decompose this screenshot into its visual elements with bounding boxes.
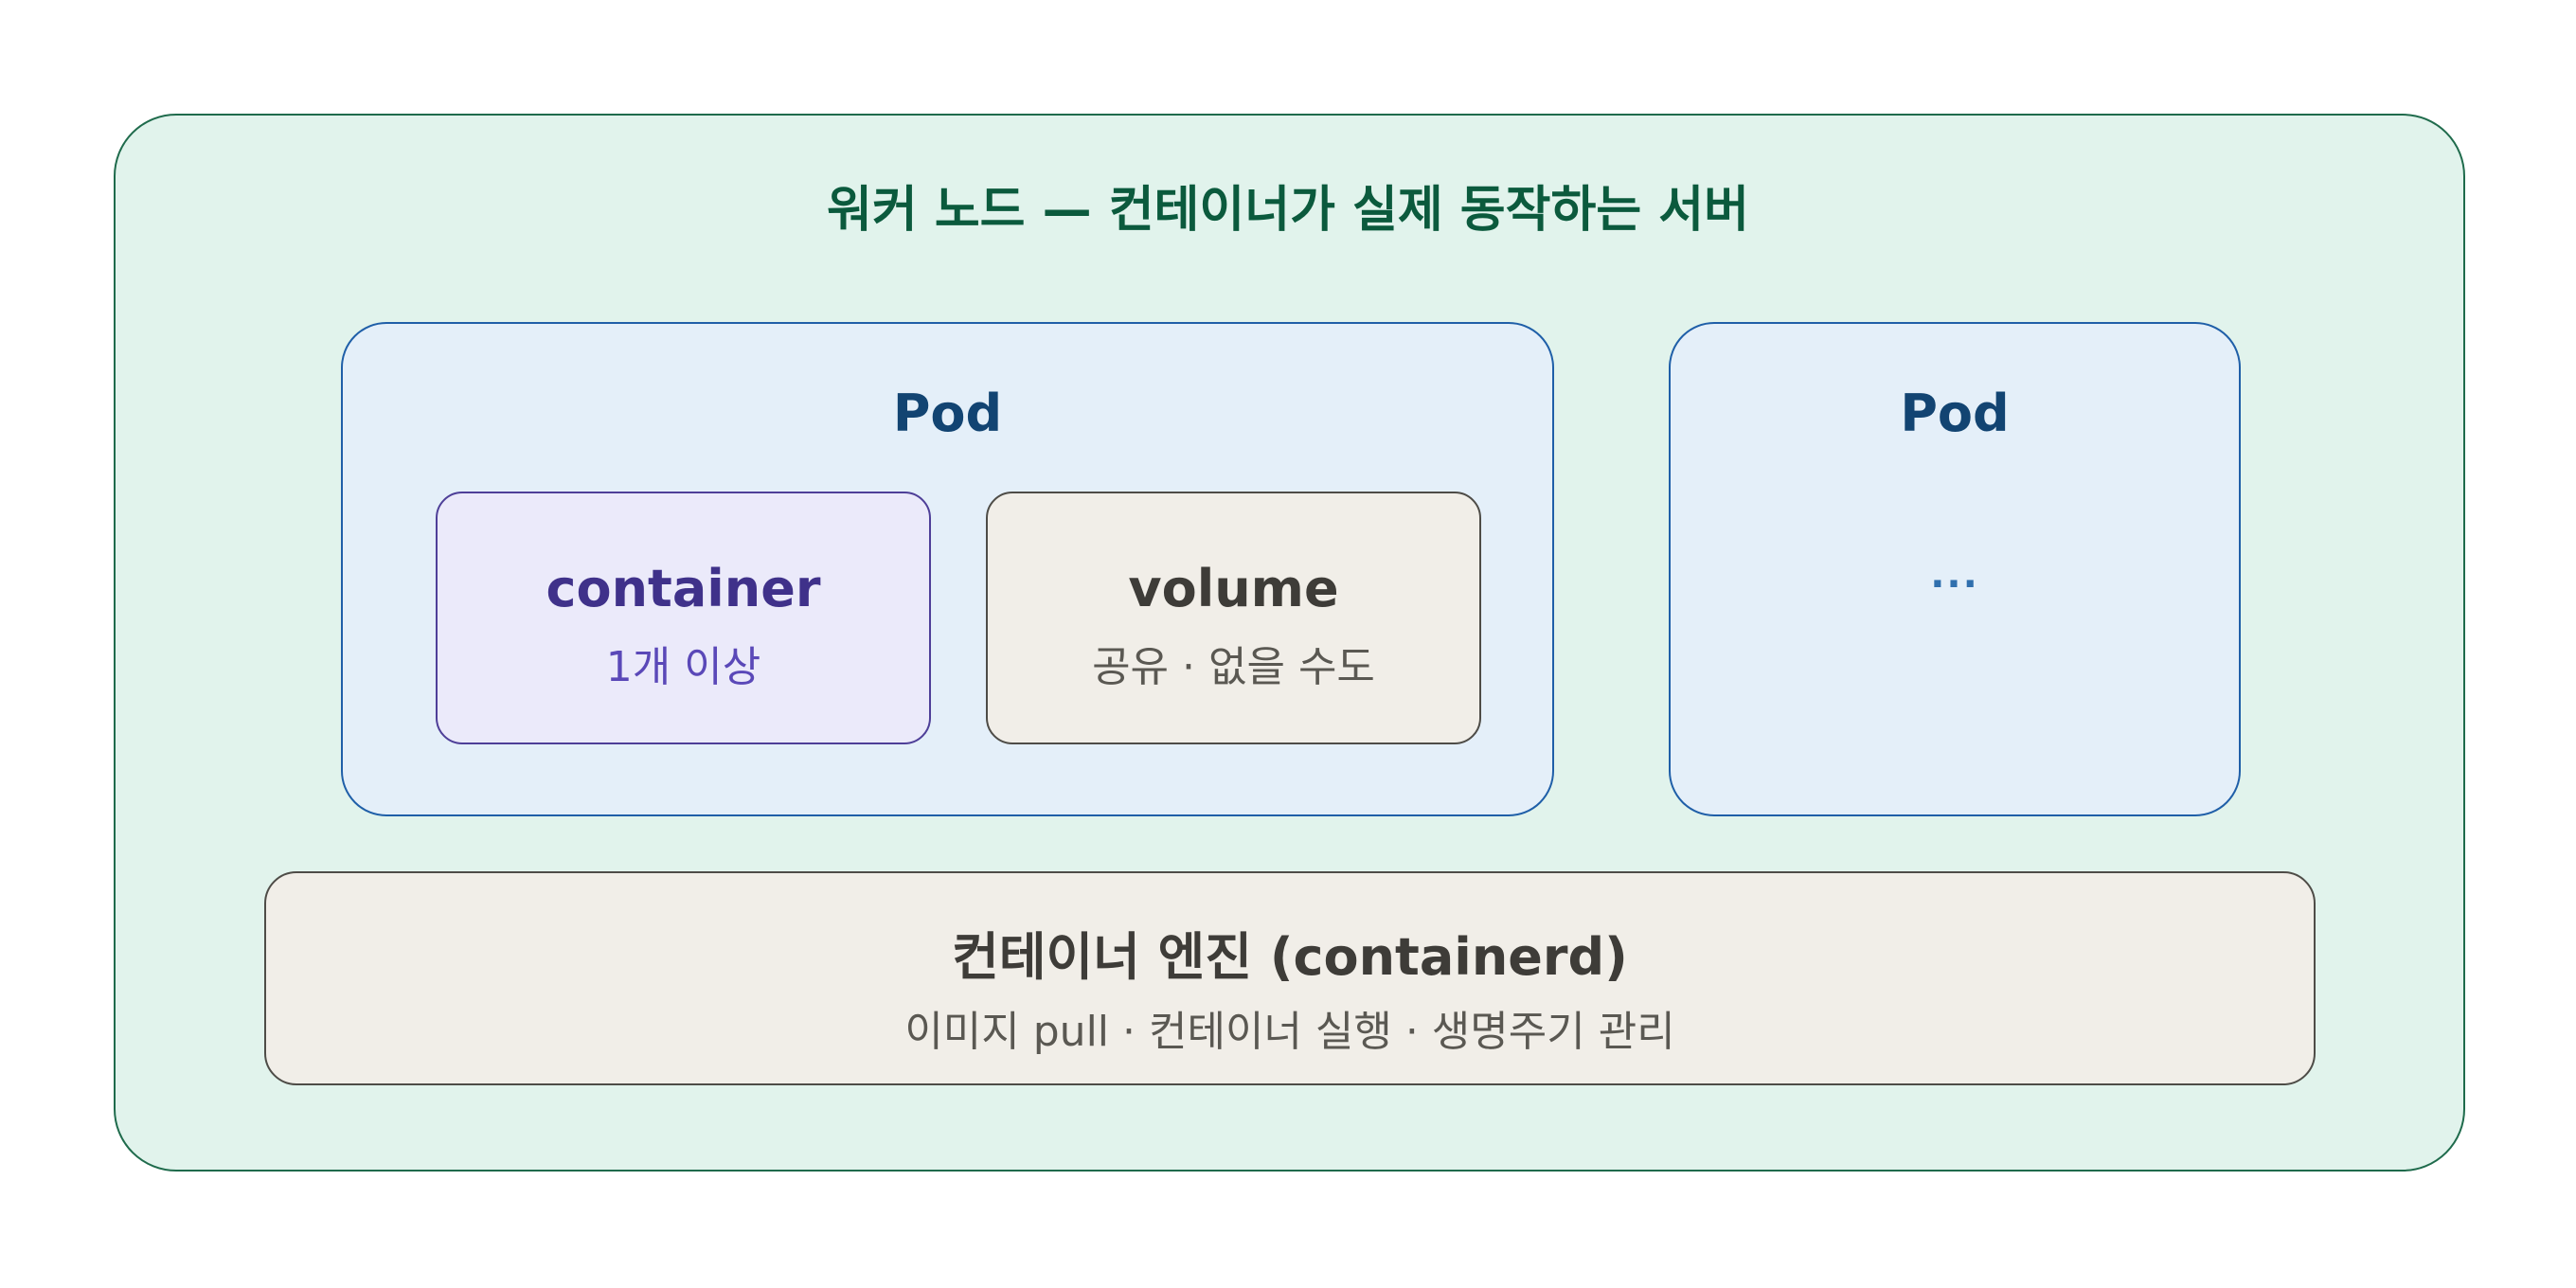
volume-subtitle: 공유 · 없을 수도 — [1092, 643, 1375, 691]
container-engine: 컨테이너 엔진 (containerd) 이미지 pull · 컨테이너 실행 … — [264, 871, 2316, 1085]
worker-node-title: 워커 노드 — 컨테이너가 실제 동작하는 서버 — [827, 182, 1749, 239]
engine-title: 컨테이너 엔진 (containerd) — [952, 927, 1628, 987]
pod-2-ellipsis: ... — [1930, 553, 1979, 597]
container-title: container — [546, 559, 821, 618]
container-subtitle: 1개 이상 — [605, 643, 761, 691]
container-box: container 1개 이상 — [436, 492, 931, 744]
pod-1-title: Pod — [892, 384, 1003, 443]
engine-subtitle: 이미지 pull · 컨테이너 실행 · 생명주기 관리 — [904, 1008, 1675, 1056]
pod-2: Pod ... — [1669, 322, 2241, 816]
volume-title: volume — [1128, 559, 1339, 618]
volume-box: volume 공유 · 없을 수도 — [986, 492, 1481, 744]
pod-2-title: Pod — [1900, 384, 2010, 443]
